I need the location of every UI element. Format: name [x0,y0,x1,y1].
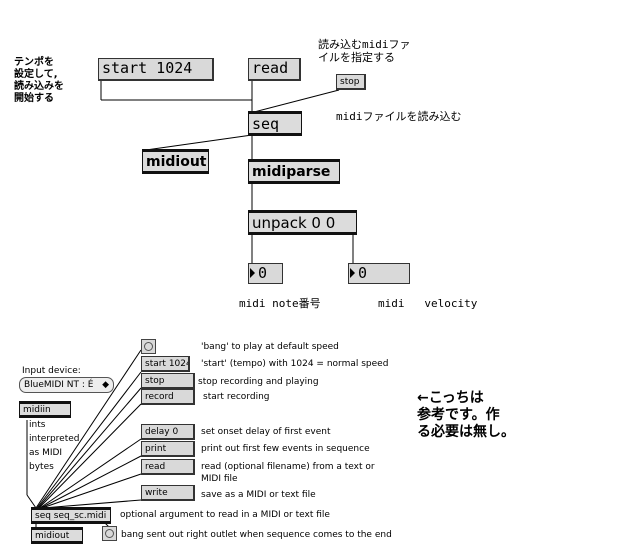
note-number-box[interactable]: 0 [248,263,283,284]
seq-ref-description: optional argument to read in a MIDI or t… [120,510,330,520]
delay-0-message[interactable]: delay 0 [141,424,195,440]
input-device-label: Input device: [22,366,81,376]
bang-icon [144,342,153,351]
read-ref-message[interactable]: read [141,459,195,475]
velocity-number-box[interactable]: 0 [348,263,410,284]
play-bang-button[interactable] [141,339,156,354]
midiin-description: ints interpreted as MIDI bytes [29,420,80,472]
note-label: midi note番号 [239,297,321,310]
msg-desc-record: start recording [203,392,270,402]
end-bang-button[interactable] [102,526,117,541]
msg-desc-stop: stop recording and playing [198,377,319,387]
msg-desc-print: print out first few events in sequence [201,444,370,454]
write-message[interactable]: write [141,485,195,501]
input-device-select[interactable]: BlueMIDI NT : É ◆ [19,377,114,393]
print-message[interactable]: print [141,441,195,457]
midiout-ref-object[interactable]: midiout [31,527,83,544]
msg-desc-bang: 'bang' to play at default speed [201,342,339,352]
record-message[interactable]: record [141,389,195,405]
reference-note: ←こっちは 参考です。作 る必要は無し。 [417,390,515,440]
cord-seq-midiout [145,134,253,151]
end-bang-description: bang sent out right outlet when sequence… [121,530,392,540]
seq-note: midiファイルを読み込む [336,110,462,123]
read-message[interactable]: read [248,58,301,81]
msg-desc-read: read (optional filename) from a text or … [201,462,375,484]
velocity-label: midi velocity [378,297,478,310]
start-1024-message[interactable]: start 1024 [98,58,214,81]
start-1024-ref-message[interactable]: start 1024 [141,356,190,372]
midiparse-object[interactable]: midiparse [248,159,340,184]
bang-icon [105,529,114,538]
read-note: 読み込むmidiファ イルを指定する [318,38,411,64]
stop-ref-message[interactable]: stop [141,373,195,389]
chevron-updown-icon: ◆ [102,380,109,390]
number-triangle-icon [350,268,355,278]
msg-desc-start: 'start' (tempo) with 1024 = normal speed [201,359,389,369]
midiout-object[interactable]: midiout [142,149,209,174]
midiin-object[interactable]: midiin [19,401,71,418]
msg-desc-write: save as a MIDI or text file [201,490,316,500]
msg-desc-delay: set onset delay of first event [201,427,331,437]
stop-message[interactable]: stop [336,74,366,90]
unpack-object[interactable]: unpack 0 0 [248,210,357,235]
number-triangle-icon [250,268,255,278]
tempo-note: テンポを 設定して, 読み込みを 開始する [14,57,64,104]
seq-object[interactable]: seq [248,111,302,136]
cord-stop-seq [253,89,340,113]
seq-ref-object[interactable]: seq seq_sc.midi [31,507,111,524]
